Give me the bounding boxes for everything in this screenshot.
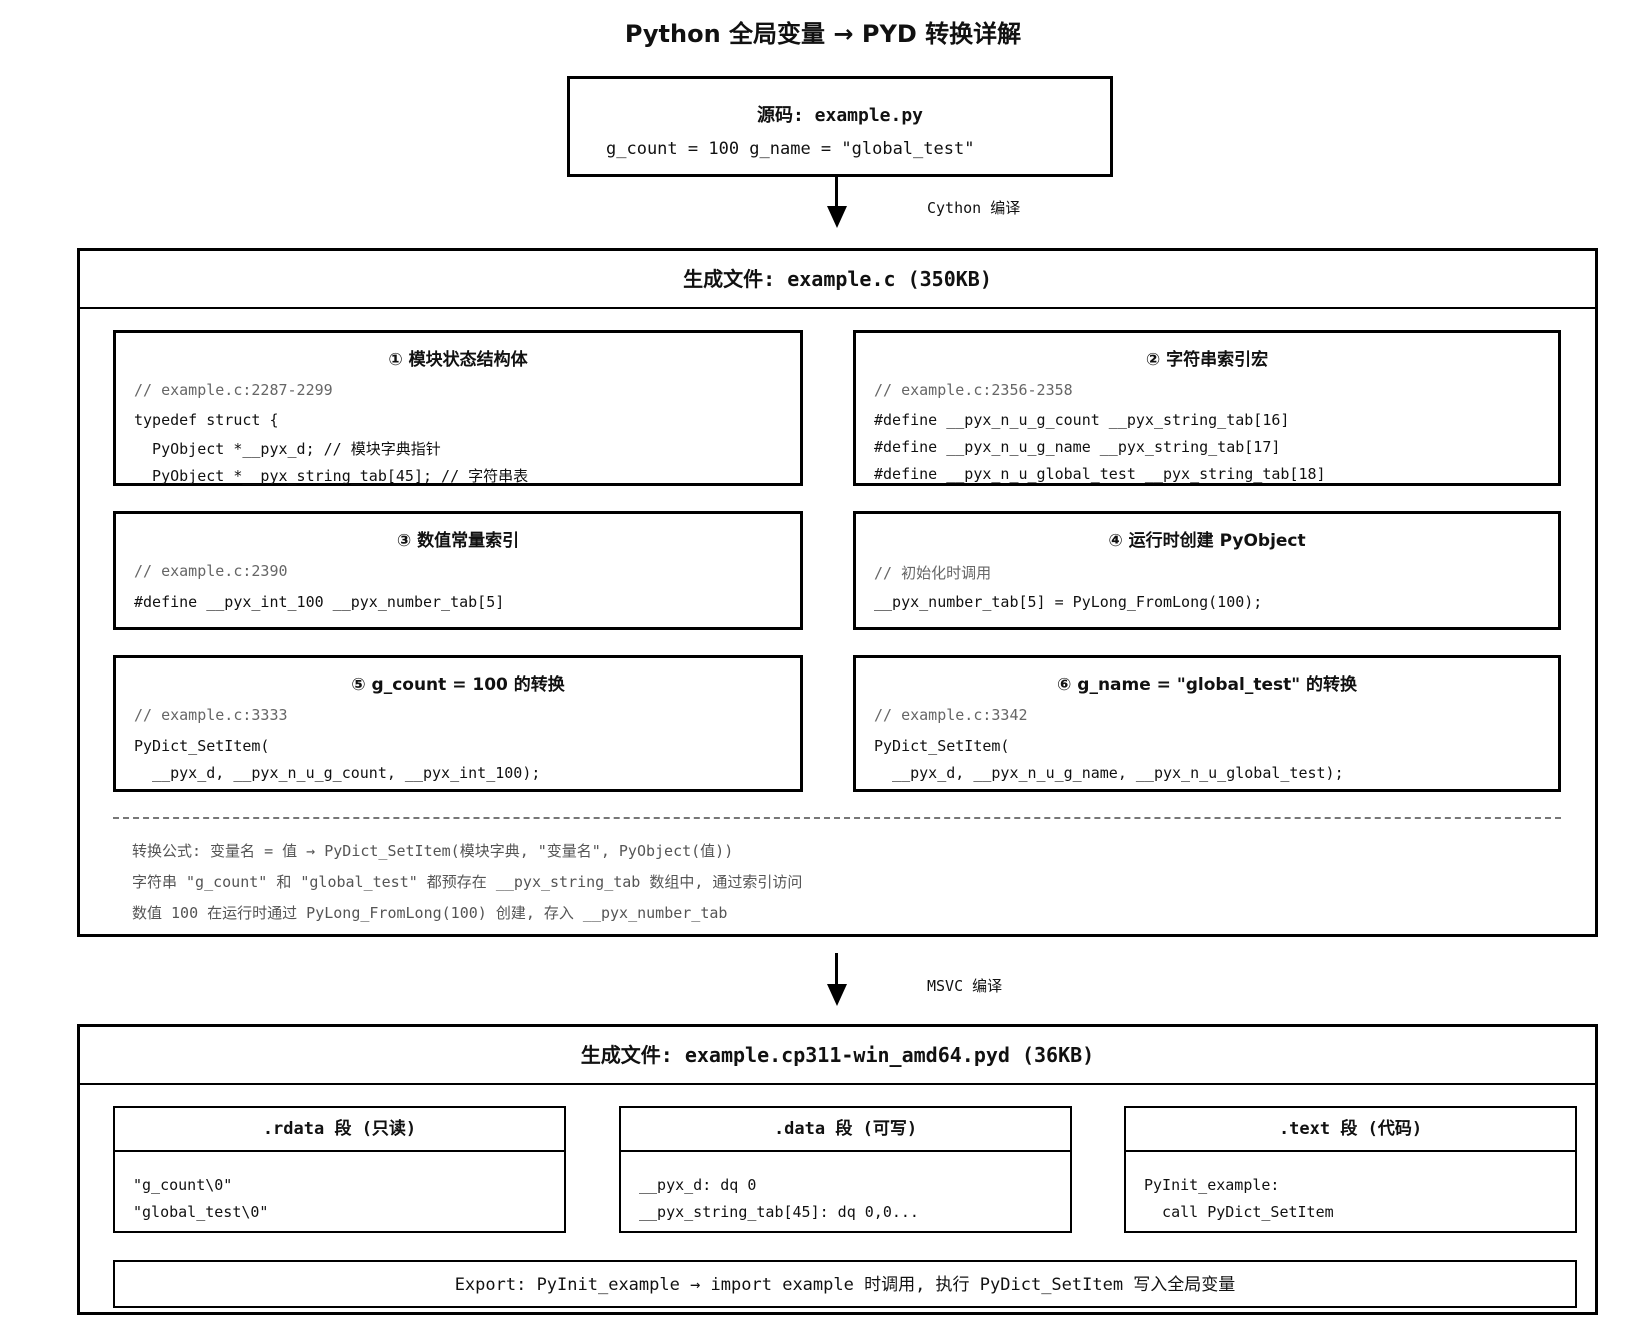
arrow-2-label: MSVC 编译	[927, 977, 1003, 995]
segment-line: __pyx_d: dq 0	[639, 1176, 757, 1194]
code-line: __pyx_d, __pyx_n_u_g_count, __pyx_int_10…	[134, 764, 541, 782]
code-line: __pyx_d, __pyx_n_u_g_name, __pyx_n_u_glo…	[874, 764, 1344, 782]
panel-module-state: ① 模块状态结构体 // example.c:2287-2299 typedef…	[113, 330, 803, 486]
panel-comment: // example.c:2287-2299	[134, 381, 333, 399]
panel-comment: // example.c:3342	[874, 706, 1028, 724]
panel-title: ① 模块状态结构体	[388, 350, 528, 370]
page-title: Python 全局变量 → PYD 转换详解	[624, 20, 1022, 48]
code-line: #define __pyx_int_100 __pyx_number_tab[5…	[134, 593, 505, 611]
segment-line: "global_test\0"	[133, 1203, 269, 1221]
export-bar: Export: PyInit_example → import example …	[113, 1260, 1577, 1308]
pyd-file-title: 生成文件: example.cp311-win_amd64.pyd (36KB)	[80, 1027, 1595, 1085]
panel-title: ⑤ g_count = 100 的转换	[351, 675, 565, 695]
code-line: PyObject *__pyx_string_tab[45]; // 字符串表	[134, 467, 529, 485]
panel-g-name-conversion: ⑥ g_name = "global_test" 的转换 // example.…	[853, 655, 1561, 792]
note-number-tab: 数值 100 在运行时通过 PyLong_FromLong(100) 创建, 存…	[132, 904, 728, 922]
panel-title: ② 字符串索引宏	[1145, 350, 1269, 370]
panel-runtime-pyobject: ④ 运行时创建 PyObject // 初始化时调用 __pyx_number_…	[853, 511, 1561, 630]
segment-text: .text 段 (代码) PyInit_example: call PyDict…	[1124, 1106, 1577, 1233]
panel-comment: // example.c:2390	[134, 562, 288, 580]
c-file-title: 生成文件: example.c (350KB)	[80, 251, 1595, 309]
segment-line: PyInit_example:	[1144, 1176, 1280, 1194]
code-line: #define __pyx_n_u_global_test __pyx_stri…	[874, 465, 1326, 483]
panel-comment: // example.c:3333	[134, 706, 288, 724]
arrow-1-line	[835, 177, 838, 207]
segment-rdata: .rdata 段 (只读) "g_count\0" "global_test\0…	[113, 1106, 566, 1233]
code-line: #define __pyx_n_u_g_count __pyx_string_t…	[874, 411, 1290, 429]
panel-title: ④ 运行时创建 PyObject	[1108, 531, 1306, 551]
arrow-2-head	[827, 984, 847, 1006]
panel-g-count-conversion: ⑤ g_count = 100 的转换 // example.c:3333 Py…	[113, 655, 803, 792]
arrow-1-head	[827, 206, 847, 228]
segment-title: .rdata 段 (只读)	[115, 1108, 564, 1152]
export-text: Export: PyInit_example → import example …	[454, 1275, 1236, 1295]
segment-title: .data 段 (可写)	[621, 1108, 1070, 1152]
segment-line: __pyx_string_tab[45]: dq 0,0...	[639, 1203, 919, 1221]
source-title: 源码: example.py	[756, 105, 924, 126]
code-line: PyObject *__pyx_d; // 模块字典指针	[134, 440, 441, 458]
panel-comment: // 初始化时调用	[874, 564, 992, 582]
panel-string-macros: ② 字符串索引宏 // example.c:2356-2358 #define …	[853, 330, 1561, 486]
segment-title: .text 段 (代码)	[1126, 1108, 1575, 1152]
segment-data: .data 段 (可写) __pyx_d: dq 0 __pyx_string_…	[619, 1106, 1072, 1233]
code-line: __pyx_number_tab[5] = PyLong_FromLong(10…	[874, 593, 1263, 611]
code-line: #define __pyx_n_u_g_name __pyx_string_ta…	[874, 438, 1281, 456]
code-line: PyDict_SetItem(	[134, 737, 270, 755]
panel-number-index: ③ 数值常量索引 // example.c:2390 #define __pyx…	[113, 511, 803, 630]
source-box: 源码: example.py g_count = 100 g_name = "g…	[567, 76, 1113, 177]
segment-line: "g_count\0"	[133, 1176, 233, 1194]
arrow-2-line	[835, 953, 838, 985]
source-code: g_count = 100 g_name = "global_test"	[606, 139, 975, 159]
dashed-divider	[113, 817, 1561, 819]
panel-comment: // example.c:2356-2358	[874, 381, 1073, 399]
code-line: PyDict_SetItem(	[874, 737, 1010, 755]
panel-title: ③ 数值常量索引	[396, 531, 520, 551]
segment-line: call PyDict_SetItem	[1144, 1203, 1334, 1221]
note-formula: 转换公式: 变量名 = 值 → PyDict_SetItem(模块字典, "变量…	[132, 842, 734, 860]
arrow-1-label: Cython 编译	[927, 199, 1021, 217]
code-line: typedef struct {	[134, 411, 279, 429]
note-string-tab: 字符串 "g_count" 和 "global_test" 都预存在 __pyx…	[132, 873, 803, 891]
panel-title: ⑥ g_name = "global_test" 的转换	[1056, 675, 1358, 695]
